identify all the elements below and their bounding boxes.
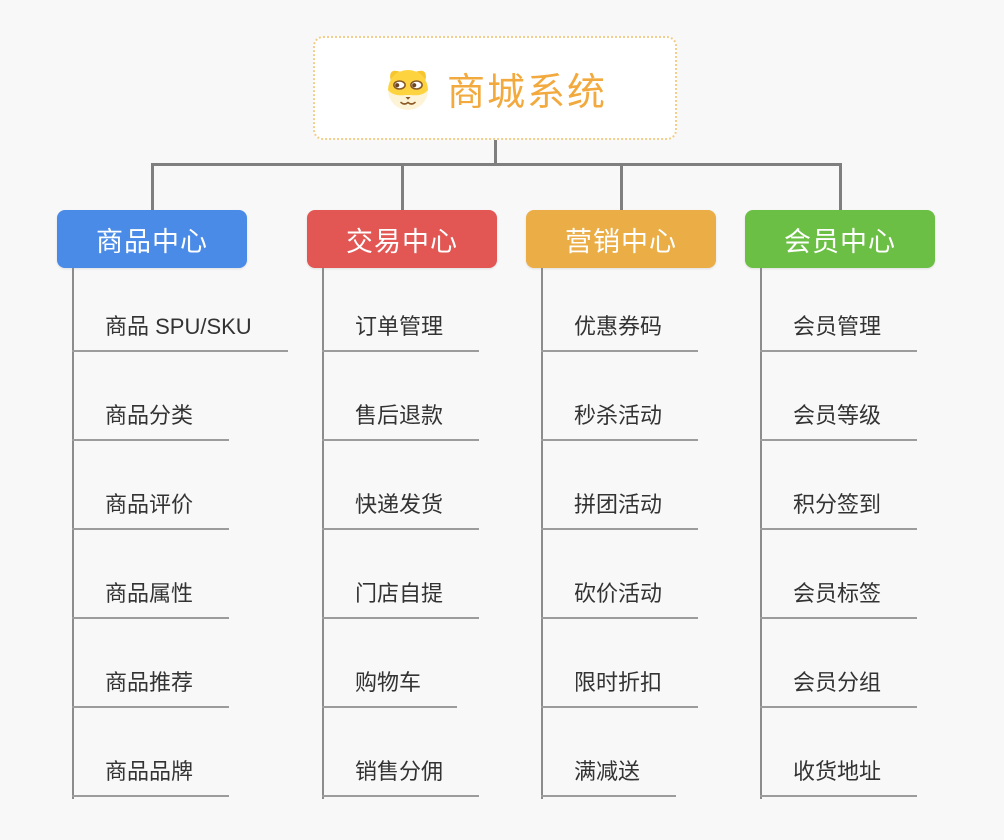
leaf-node[interactable]: 会员等级 bbox=[760, 398, 918, 441]
leaf-row: 收货地址 bbox=[745, 708, 995, 797]
leaf-row: 优惠券码 bbox=[526, 268, 776, 352]
connector-drop-product bbox=[151, 163, 154, 210]
branch-column-member: 会员中心 会员管理 会员等级 积分签到 会员标签 会员分组 收货地址 bbox=[745, 210, 995, 799]
leaf-row: 商品属性 bbox=[57, 530, 307, 619]
branch-column-marketing: 营销中心 优惠券码 秒杀活动 拼团活动 砍价活动 限时折扣 满减送 bbox=[526, 210, 776, 799]
leaf-row: 快递发货 bbox=[307, 441, 557, 530]
branch-node-trade-center[interactable]: 交易中心 bbox=[307, 210, 497, 268]
leaf-row: 满减送 bbox=[526, 708, 776, 797]
connector-trunk-marketing bbox=[541, 268, 543, 799]
connector-drop-member bbox=[839, 163, 842, 210]
leaf-row: 商品分类 bbox=[57, 352, 307, 441]
leaf-node[interactable]: 拼团活动 bbox=[541, 487, 699, 530]
leaf-node[interactable]: 秒杀活动 bbox=[541, 398, 699, 441]
root-title: 商城系统 bbox=[446, 71, 607, 114]
connector-root-stem bbox=[494, 140, 497, 163]
leaf-node[interactable]: 满减送 bbox=[541, 754, 677, 797]
leaf-row: 会员分组 bbox=[745, 619, 995, 708]
leaf-node[interactable]: 商品 SPU/SKU bbox=[72, 309, 288, 352]
leaf-node[interactable]: 积分签到 bbox=[760, 487, 918, 530]
leaf-node[interactable]: 商品属性 bbox=[72, 576, 230, 619]
leaf-node[interactable]: 优惠券码 bbox=[541, 309, 699, 352]
connector-drop-trade bbox=[401, 163, 404, 210]
leaf-row: 门店自提 bbox=[307, 530, 557, 619]
leaf-row: 会员标签 bbox=[745, 530, 995, 619]
branch-node-member-center[interactable]: 会员中心 bbox=[745, 210, 935, 268]
leaf-node[interactable]: 售后退款 bbox=[322, 398, 480, 441]
connector-trunk-trade bbox=[322, 268, 324, 799]
leaf-row: 砍价活动 bbox=[526, 530, 776, 619]
leaf-row: 积分签到 bbox=[745, 441, 995, 530]
leaf-node[interactable]: 会员标签 bbox=[760, 576, 918, 619]
leaf-node[interactable]: 订单管理 bbox=[322, 309, 480, 352]
leaf-row: 商品评价 bbox=[57, 441, 307, 530]
leaf-node[interactable]: 销售分佣 bbox=[322, 754, 480, 797]
leaf-row: 限时折扣 bbox=[526, 619, 776, 708]
leaf-node[interactable]: 快递发货 bbox=[322, 487, 480, 530]
leaf-row: 销售分佣 bbox=[307, 708, 557, 797]
leaf-node[interactable]: 限时折扣 bbox=[541, 665, 699, 708]
connector-trunk-product bbox=[72, 268, 74, 799]
leaf-node[interactable]: 门店自提 bbox=[322, 576, 480, 619]
leaf-row: 秒杀活动 bbox=[526, 352, 776, 441]
leaf-row: 购物车 bbox=[307, 619, 557, 708]
leaf-node[interactable]: 商品品牌 bbox=[72, 754, 230, 797]
branch-node-product-center[interactable]: 商品中心 bbox=[57, 210, 247, 268]
dog-face-icon bbox=[387, 70, 428, 110]
leaf-row: 商品品牌 bbox=[57, 708, 307, 797]
branch-node-marketing-center[interactable]: 营销中心 bbox=[526, 210, 716, 268]
leaf-list-marketing: 优惠券码 秒杀活动 拼团活动 砍价活动 限时折扣 满减送 bbox=[526, 268, 776, 797]
leaf-node[interactable]: 砍价活动 bbox=[541, 576, 699, 619]
leaf-list-product: 商品 SPU/SKU 商品分类 商品评价 商品属性 商品推荐 商品品牌 bbox=[57, 268, 307, 797]
leaf-row: 售后退款 bbox=[307, 352, 557, 441]
connector-trunk-member bbox=[760, 268, 762, 799]
leaf-row: 会员等级 bbox=[745, 352, 995, 441]
leaf-row: 商品推荐 bbox=[57, 619, 307, 708]
leaf-list-trade: 订单管理 售后退款 快递发货 门店自提 购物车 销售分佣 bbox=[307, 268, 557, 797]
connector-horizontal-bar bbox=[151, 163, 842, 166]
branch-column-product: 商品中心 商品 SPU/SKU 商品分类 商品评价 商品属性 商品推荐 商品品牌 bbox=[57, 210, 307, 799]
leaf-row: 订单管理 bbox=[307, 268, 557, 352]
connector-drop-marketing bbox=[620, 163, 623, 210]
branch-column-trade: 交易中心 订单管理 售后退款 快递发货 门店自提 购物车 销售分佣 bbox=[307, 210, 557, 799]
leaf-node[interactable]: 会员管理 bbox=[760, 309, 918, 352]
leaf-node[interactable]: 会员分组 bbox=[760, 665, 918, 708]
leaf-row: 拼团活动 bbox=[526, 441, 776, 530]
leaf-node[interactable]: 商品推荐 bbox=[72, 665, 230, 708]
leaf-node[interactable]: 购物车 bbox=[322, 665, 458, 708]
root-node[interactable]: 商城系统 bbox=[313, 36, 677, 140]
leaf-row: 商品 SPU/SKU bbox=[57, 268, 307, 352]
leaf-node[interactable]: 商品分类 bbox=[72, 398, 230, 441]
leaf-node[interactable]: 商品评价 bbox=[72, 487, 230, 530]
leaf-list-member: 会员管理 会员等级 积分签到 会员标签 会员分组 收货地址 bbox=[745, 268, 995, 797]
leaf-row: 会员管理 bbox=[745, 268, 995, 352]
leaf-node[interactable]: 收货地址 bbox=[760, 754, 918, 797]
